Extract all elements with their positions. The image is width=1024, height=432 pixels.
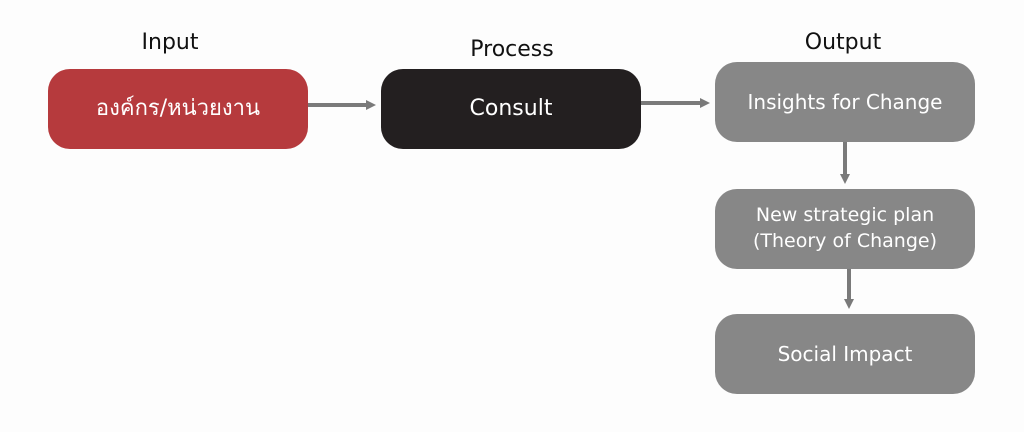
heading-input: Input <box>141 30 199 55</box>
input-node: องค์กร/หน่วยงาน <box>48 69 308 149</box>
heading-output: Output <box>804 30 882 55</box>
strategic-plan-line1: New strategic plan <box>755 204 935 227</box>
process-node-label: Consult <box>469 96 553 122</box>
heading-process: Process <box>470 37 554 62</box>
insights-node-label: Insights for Change <box>747 89 943 114</box>
strategic-plan-node: New strategic plan (Theory of Change) <box>715 189 975 269</box>
input-node-label: องค์กร/หน่วยงาน <box>95 96 261 122</box>
social-impact-label: Social Impact <box>777 341 913 366</box>
strategic-plan-line2: (Theory of Change) <box>753 230 937 252</box>
process-node: Consult <box>381 69 641 149</box>
insights-node: Insights for Change <box>715 62 975 142</box>
social-impact-node: Social Impact <box>715 314 975 394</box>
